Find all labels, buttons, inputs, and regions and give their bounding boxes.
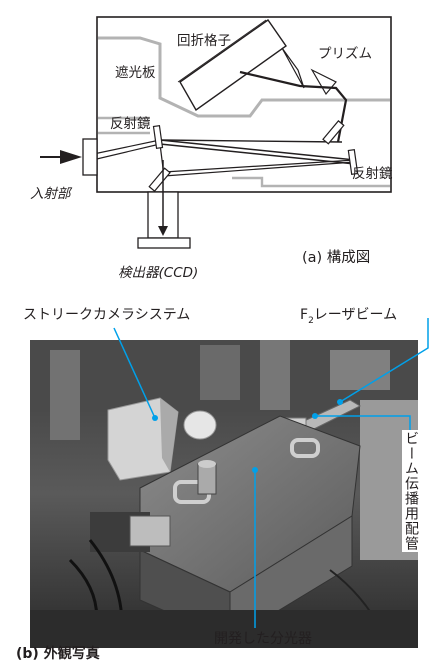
schematic-diagram: 回折格子 プリズム 遮光板 反射鏡 反射鏡 入射部 検出器(CCD) (a) 構…	[30, 16, 393, 281]
apparatus-photo-image	[30, 340, 418, 649]
label-f2-prefix: F	[300, 307, 309, 323]
grating-block	[177, 19, 287, 112]
caption-a: (a) 構成図	[302, 249, 370, 266]
label-mirror-right: 反射鏡	[352, 166, 393, 182]
label-entrance: 入射部	[30, 186, 73, 202]
light-rays	[83, 70, 356, 177]
entrance-arrow-icon	[60, 150, 82, 164]
detector-arrow-icon	[158, 226, 168, 236]
mirror-right-shape	[347, 149, 359, 175]
light-shield-lower	[98, 116, 390, 188]
label-light-shield: 遮光板	[115, 65, 156, 81]
label-streak-camera: ストリークカメラシステム	[23, 307, 191, 323]
caption-b: (b) 外観写真	[16, 646, 100, 662]
label-spectrometer: 開発した分光器	[214, 631, 312, 647]
label-f2-sub: 2	[308, 315, 314, 326]
label-prism: プリズム	[318, 46, 372, 62]
light-shield	[98, 36, 390, 118]
label-f2-laser: F2レーザビーム	[300, 308, 397, 326]
mirror-upper-right-shape	[322, 120, 345, 145]
mirror-left-shape	[152, 125, 164, 149]
label-mirror-left: 反射鏡	[110, 116, 151, 132]
detector-assembly	[137, 160, 191, 249]
label-detector: 検出器(CCD)	[118, 265, 198, 281]
label-grating: 回折格子	[177, 33, 231, 49]
label-beam-pipe: ビーム伝播用配管	[402, 430, 420, 552]
entrance-port	[82, 138, 98, 176]
label-f2-suffix: レーザビーム	[313, 307, 398, 323]
apparatus-photo	[30, 340, 418, 649]
